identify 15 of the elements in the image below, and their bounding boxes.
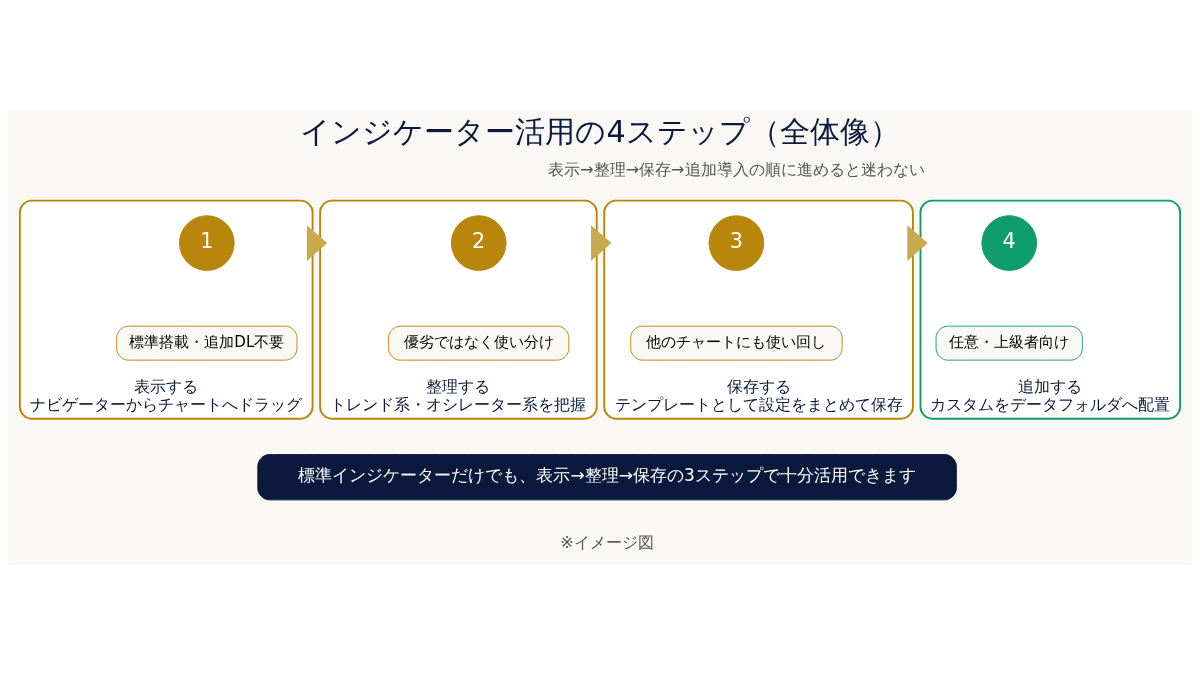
label: ※イメージ図 (560, 533, 654, 553)
node-circle: 2 (450, 215, 507, 271)
arrow (591, 225, 612, 261)
node-box: 他のチャートにも使い回し (630, 325, 843, 361)
arrow (306, 225, 328, 261)
arrow (907, 225, 928, 261)
node-circle: 1 (179, 215, 235, 271)
node-circle: 4 (981, 215, 1038, 271)
node-circle: 3 (708, 215, 765, 271)
label: 表示→整理→保存→追加導入の順に進めると迷わない (548, 160, 925, 180)
diagram-title: インジケーター活用の4ステップ（全体像） (300, 113, 900, 149)
node-box: 標準インジケーターだけでも、表示→整理→保存の3ステップで十分活用できます (257, 454, 957, 501)
node-box: 優劣ではなく使い分け (388, 325, 570, 361)
node-box: 任意・上級者向け (935, 325, 1083, 361)
node-box: 標準搭載・追加DL不要 (116, 325, 298, 361)
